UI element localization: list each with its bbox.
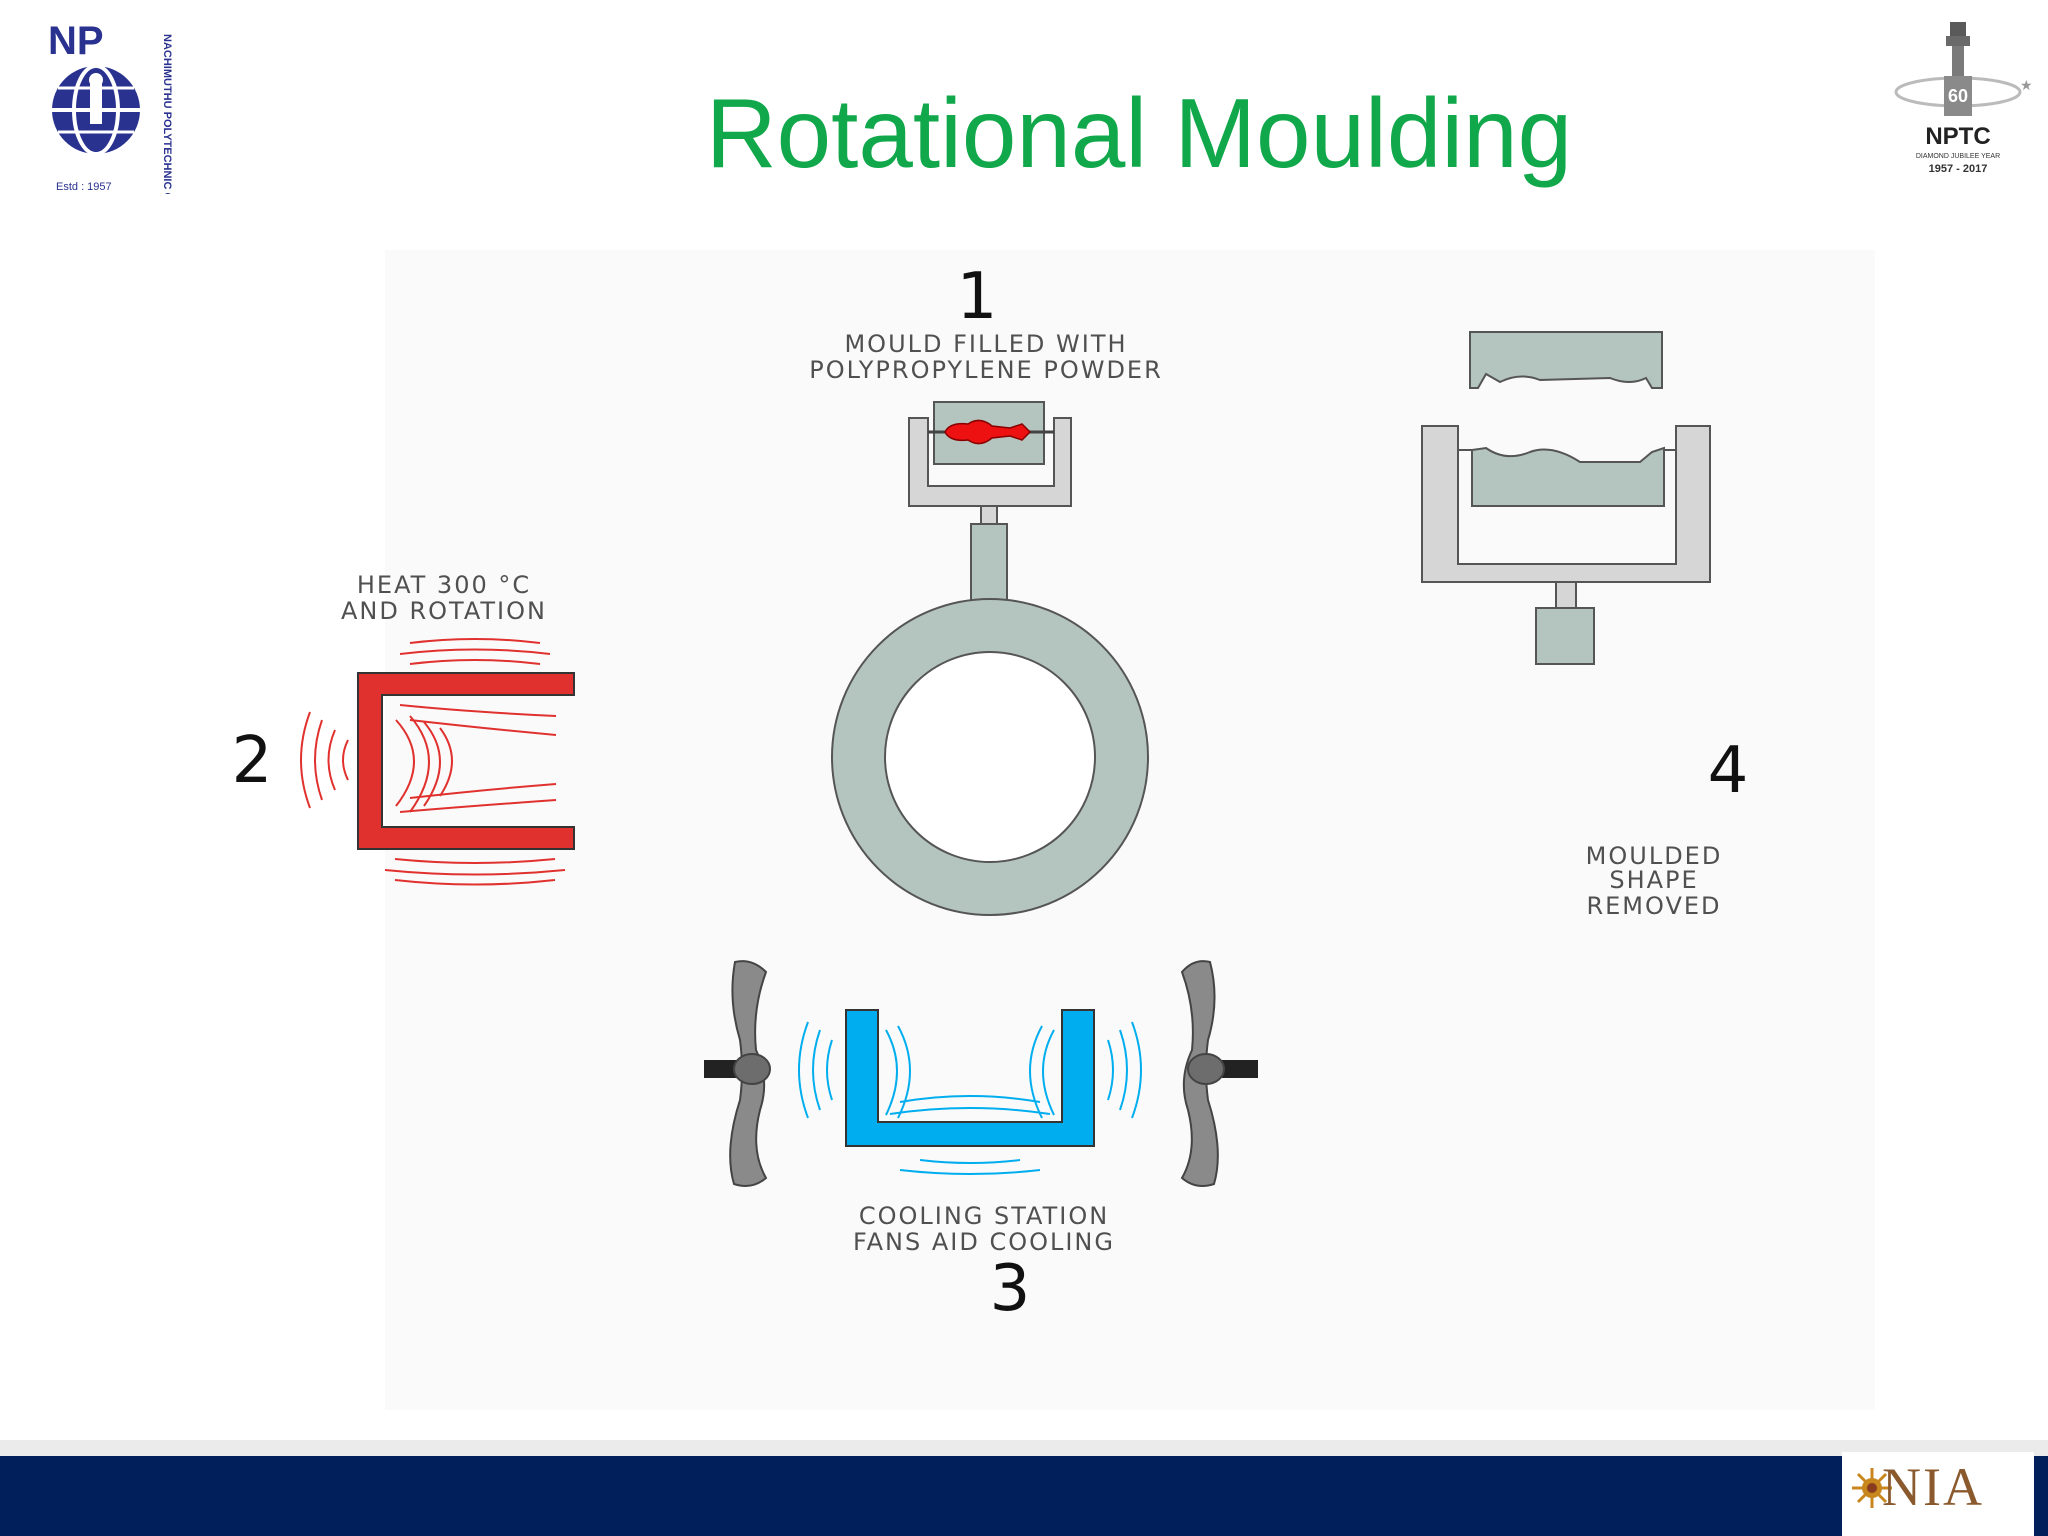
jubilee-number: 60 [1948, 86, 1968, 106]
jubilee-logo: 60 ★ NPTC DIAMOND JUBILEE YEAR 1957 - 20… [1880, 14, 2040, 184]
mould-top-half [1469, 331, 1663, 389]
step-2-label-line-1: HEAT 300 °C [357, 571, 531, 599]
step-3-label-line-1: COOLING STATION [859, 1202, 1109, 1230]
step-4-label-line-2: SHAPE [1609, 866, 1698, 894]
cooling-waves [798, 1021, 1142, 1175]
heating-oven [357, 672, 575, 850]
step-1-label-line-2: POLYPROPYLENE POWDER [809, 356, 1163, 384]
step-2-number: 2 [232, 724, 273, 798]
logo-estd: Estd : 1957 [56, 181, 112, 193]
step-4-number: 4 [1708, 734, 1749, 808]
step-1-frame [908, 417, 1072, 507]
step-1-label-line-1: MOULD FILLED WITH [844, 330, 1127, 358]
step-4-label-line-3: REMOVED [1586, 892, 1721, 920]
jubilee-name: NPTC [1925, 123, 1990, 150]
step-4-label-line-1: MOULDED [1586, 842, 1723, 870]
footer-strip [0, 1440, 2048, 1456]
right-fan-icon [1180, 960, 1258, 1187]
footer-bar [0, 1456, 2048, 1536]
cooling-mould [845, 1009, 1095, 1147]
logo-initials: NP [48, 19, 104, 63]
step-1: 1 MOULD FILLED WITH POLYPROPYLENE POWDER [809, 260, 1163, 916]
step-2: 2 HEAT 300 °C AND ROTATION [232, 571, 575, 886]
powder-charge [944, 419, 1032, 445]
slide-title: Rotational Moulding [705, 78, 1573, 188]
jubilee-tagline: DIAMOND JUBILEE YEAR [1916, 153, 2000, 160]
nia-logo [1842, 1452, 2034, 1536]
svg-text:★: ★ [2020, 78, 2033, 94]
step-3: COOLING STATION FANS AID COOLING 3 [704, 960, 1258, 1326]
step-2-label-line-2: AND ROTATION [341, 597, 547, 625]
step-4: 4 MOULDED SHAPE REMOVED [1421, 331, 1749, 920]
step-3-number: 3 [990, 1252, 1031, 1326]
nia-emblem-icon [1852, 1468, 1892, 1508]
left-fan-icon [704, 960, 771, 1187]
jubilee-years: 1957 - 2017 [1929, 163, 1988, 175]
nia-logo-text: NIA [1882, 1457, 1984, 1517]
step-3-label-line-2: FANS AID COOLING [853, 1228, 1115, 1256]
step-1-number: 1 [957, 260, 998, 334]
mould-bottom-half [1471, 446, 1665, 507]
step-4-frame [1421, 425, 1711, 583]
heat-waves [300, 638, 566, 886]
